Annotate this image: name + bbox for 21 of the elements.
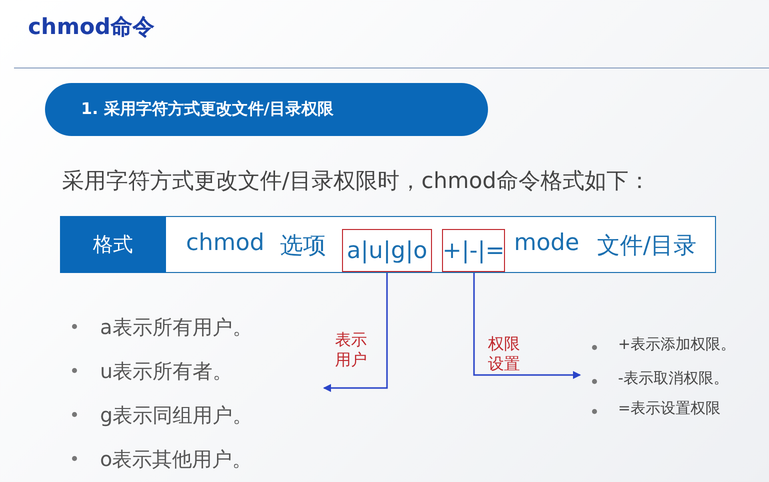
bullet-item: g表示同组用户。 bbox=[100, 402, 253, 429]
edge-label: 权限设置 bbox=[488, 334, 521, 374]
format-header-cell: 格式 bbox=[60, 216, 166, 273]
command-word: chmod bbox=[186, 230, 264, 256]
bullet-item: u表示所有者。 bbox=[100, 358, 233, 385]
bullet-item: a表示所有用户。 bbox=[100, 314, 252, 341]
arrow bbox=[473, 272, 581, 379]
command-word: 选项 bbox=[280, 232, 326, 261]
bullet-item: +表示添加权限。 bbox=[618, 335, 736, 354]
highlight-box: a|u|g|o bbox=[342, 229, 432, 272]
intro-sentence: 采用字符方式更改文件/目录权限时，chmod命令格式如下： bbox=[62, 168, 650, 196]
edge-label: 表示用户 bbox=[335, 330, 368, 370]
arrow bbox=[323, 272, 388, 392]
bullet-item: -表示取消权限。 bbox=[618, 369, 728, 388]
command-word: mode bbox=[514, 230, 580, 256]
command-word: 文件/目录 bbox=[597, 232, 697, 261]
bullet-item: o表示其他用户。 bbox=[100, 446, 252, 473]
slide-title: chmod命令 bbox=[28, 14, 154, 42]
section-heading-pill: 1. 采用字符方式更改文件/目录权限 bbox=[45, 83, 488, 136]
highlight-box: +|-|= bbox=[442, 229, 505, 272]
bullet-item: =表示设置权限 bbox=[618, 399, 721, 418]
